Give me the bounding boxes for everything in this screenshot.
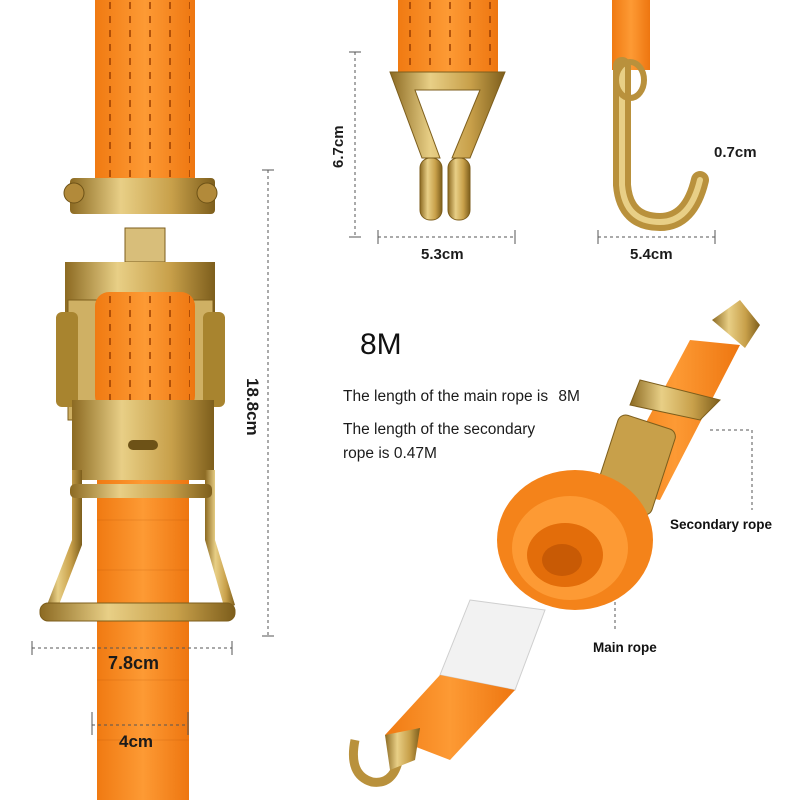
secondary-rope-callout: Secondary rope (670, 517, 773, 532)
main-rope-desc: The length of the main rope is (343, 388, 549, 405)
double-j-hook-icon (389, 0, 506, 221)
dimension-lines (31, 51, 753, 735)
secondary-rope-line1: The length of the secondary (343, 421, 536, 438)
headline-length: 8M (360, 328, 402, 361)
buckle-width-label: 7.8cm (108, 653, 160, 673)
main-rope-value: 8M (558, 388, 580, 405)
j-hook-icon (612, 0, 709, 232)
ratchet-buckle-icon (39, 0, 236, 800)
jhook-gauge-label: 0.7cm (714, 144, 757, 161)
secondary-rope-line2: rope is 0.47M (343, 445, 437, 462)
jhook-width-label: 5.4cm (630, 246, 673, 263)
hook-height-label: 6.7cm (330, 125, 347, 168)
main-rope-text: The length of the main rope is 8M (343, 388, 580, 406)
hook-width-label: 5.3cm (421, 246, 464, 263)
strap-width-label: 4cm (119, 732, 154, 751)
buckle-height-label: 18.8cm (243, 378, 262, 436)
main-rope-callout: Main rope (593, 640, 657, 655)
coiled-strap-icon (348, 300, 760, 787)
